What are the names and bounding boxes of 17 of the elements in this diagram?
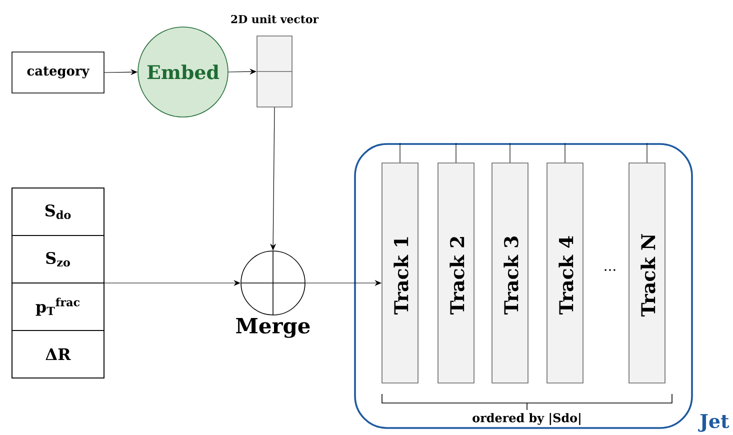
- track-box: Track N: [628, 162, 666, 384]
- input-box: category: [12, 52, 104, 94]
- connector-line: [646, 142, 648, 163]
- jet-label: Jet: [698, 414, 730, 432]
- track-box: Track 3: [492, 162, 528, 384]
- feature-cell: p$_{T}$frac: [12, 282, 104, 331]
- feature-cell: S$_{zo}$: [12, 235, 104, 284]
- track-box: Track 4: [546, 162, 584, 384]
- ellipsis: ···: [604, 269, 616, 271]
- bracket-label: ordered by |Sdo|: [472, 413, 580, 425]
- merge-label: Merge: [236, 318, 310, 338]
- heading: 2D unit vector: [231, 14, 319, 24]
- track-box: Track 2: [438, 162, 474, 384]
- connector-line: [564, 142, 566, 163]
- feature-cell: S$_{do}$: [12, 188, 104, 236]
- track-box: Track 1: [382, 162, 418, 384]
- feature-cell: ΔR: [12, 330, 104, 378]
